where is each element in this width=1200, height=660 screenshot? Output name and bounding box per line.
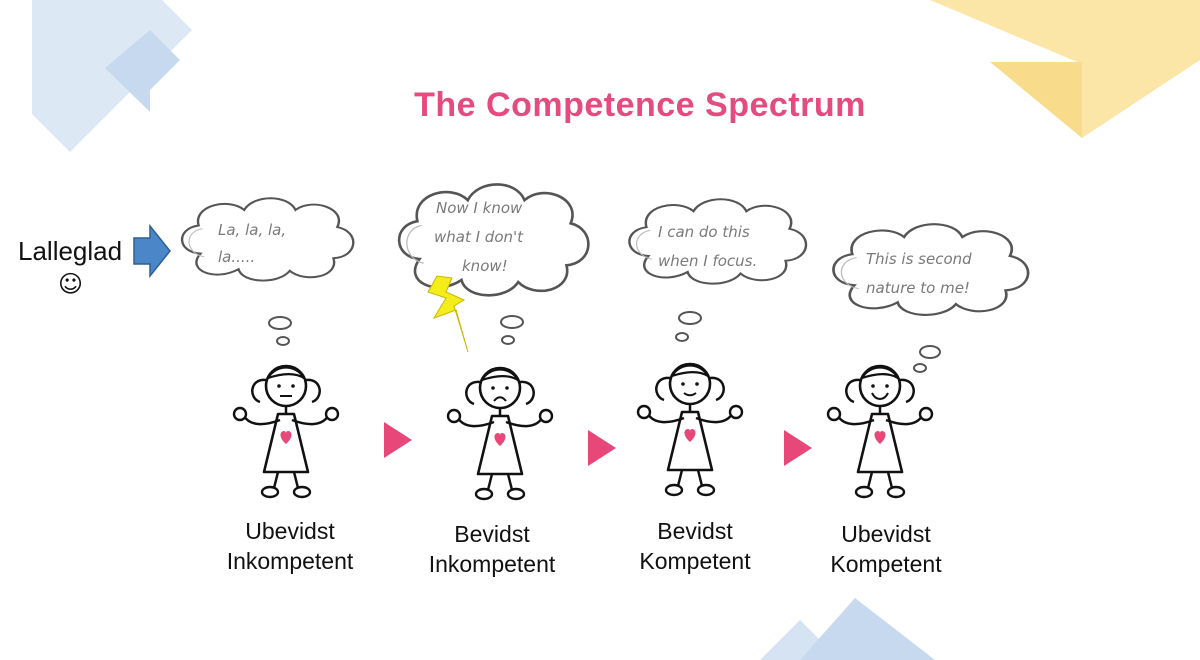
thought-text-2-line-2: what I don't	[434, 228, 524, 246]
progress-arrow-2	[588, 430, 616, 466]
thought-cloud-1	[180, 197, 355, 282]
deco-yellow-shape-1	[930, 0, 1200, 138]
thought-text-1-line-2: la.....	[218, 248, 255, 266]
deco-blue-shape-4	[800, 598, 935, 660]
caption-4-line-2: Kompetent	[830, 551, 942, 577]
thought-text-4-line-1: This is second	[866, 250, 972, 268]
thought-bubble-small	[268, 316, 292, 330]
progress-arrow-1	[384, 422, 412, 458]
thought-bubble-tiny	[675, 332, 689, 342]
thought-text-2-line-1: Now I know	[436, 199, 523, 217]
page-title: The Competence Spectrum	[414, 86, 866, 124]
mouth-slight-smile	[683, 392, 697, 397]
girl-figure-4	[826, 364, 934, 499]
stage-caption-1: Ubevidst Inkompetent	[190, 516, 390, 576]
girl-figure-1	[232, 364, 340, 499]
smiley-icon: ☺	[58, 270, 84, 298]
lightning-icon	[427, 275, 469, 353]
deco-blue-shape-2	[105, 30, 180, 112]
stage-4: This is second nature to me!	[826, 222, 1030, 499]
thought-text-3-line-2: when I focus.	[658, 252, 757, 270]
thought-bubble-small	[500, 315, 524, 329]
thought-text-3-line-1: I can do this	[658, 223, 750, 241]
caption-3-line-2: Kompetent	[639, 548, 751, 574]
caption-1-line-1: Ubevidst	[245, 518, 335, 544]
mouth-frown	[493, 396, 507, 402]
stage-2: Now I know what I don't know!	[397, 183, 590, 501]
thought-text-4-line-2: nature to me!	[866, 279, 970, 297]
progress-arrow-3	[784, 430, 812, 466]
stage-caption-4: Ubevidst Kompetent	[786, 519, 986, 579]
stage-1: La, la, la, la.....	[180, 197, 355, 499]
stage-3: I can do this when I focus.	[628, 197, 808, 497]
side-note-arrow-icon	[133, 224, 171, 278]
thought-bubble-tiny	[276, 336, 290, 346]
thought-text-2-line-3: know!	[462, 257, 508, 275]
caption-1-line-2: Inkompetent	[226, 548, 354, 574]
caption-3-line-1: Bevidst	[657, 518, 733, 544]
mouth-smile	[871, 392, 889, 400]
girl-figure-2	[446, 366, 554, 501]
thought-bubble-tiny	[501, 335, 515, 345]
thought-cloud-3	[628, 197, 808, 285]
side-note-label: Lalleglad	[18, 236, 123, 266]
stage-caption-2: Bevidst Inkompetent	[392, 519, 592, 579]
caption-4-line-1: Ubevidst	[841, 521, 931, 547]
thought-bubble-small	[919, 345, 941, 359]
girl-figure-3	[636, 362, 744, 497]
caption-2-line-2: Inkompetent	[428, 551, 556, 577]
caption-2-line-1: Bevidst	[454, 521, 530, 547]
thought-bubble-tiny	[913, 363, 927, 373]
thought-bubble-small	[678, 311, 702, 325]
deco-yellow-shape-2	[990, 62, 1082, 138]
stage-caption-3: Bevidst Kompetent	[595, 516, 795, 576]
thought-text-1-line-1: La, la, la,	[218, 221, 286, 239]
thought-cloud-4	[832, 222, 1030, 317]
